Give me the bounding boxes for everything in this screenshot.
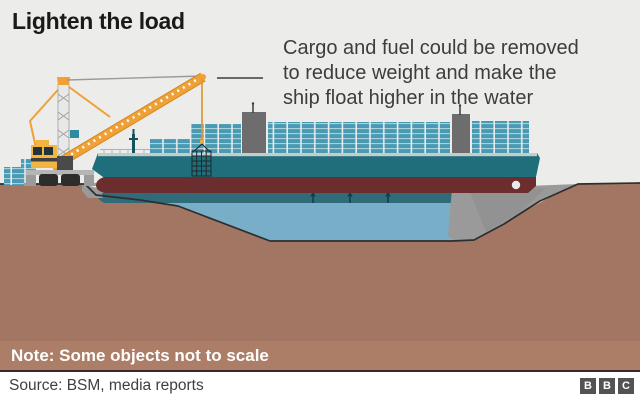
- crane-hook-icon: [200, 140, 204, 144]
- fore-mast-icon: [129, 129, 138, 153]
- crane-track: [61, 174, 80, 186]
- container-stack-bow: [150, 139, 190, 153]
- crane-top-cable: [66, 75, 203, 81]
- bbc-logo: B B C: [580, 378, 640, 395]
- container-stack-mid1: [191, 124, 241, 153]
- note-text: Note: Some objects not to scale: [11, 346, 269, 365]
- harbor-crane-icon: [24, 72, 212, 186]
- canal-banks: [0, 183, 640, 341]
- upper-hull: [92, 153, 540, 177]
- cab-window: [33, 147, 42, 155]
- cab-window: [44, 147, 53, 155]
- crane-platform: [26, 170, 94, 175]
- canal-illustration: [0, 72, 640, 341]
- container-stack-mid2: [268, 122, 450, 153]
- deck-line: [98, 153, 537, 157]
- lower-hull: [96, 177, 536, 193]
- water-surface-shadow: [96, 193, 505, 203]
- divider: [0, 370, 640, 373]
- stern-tower-icon: [452, 104, 470, 153]
- canal-outline: [0, 182, 640, 242]
- canal-water: [94, 192, 512, 241]
- note-bar: Note: Some objects not to scale: [0, 341, 640, 371]
- bbc-logo-block: B: [580, 378, 596, 395]
- annotation-line: to reduce weight and make the: [283, 62, 557, 84]
- container-stack-stern: [472, 121, 529, 153]
- lifted-container-bundle-icon: [191, 150, 212, 177]
- bow-railing: [100, 149, 150, 153]
- bbc-logo-block: B: [599, 378, 615, 395]
- propeller-icon: [511, 180, 521, 190]
- crane-counterweight: [57, 156, 73, 170]
- annotation-text: Cargo and fuel could be removed to reduc…: [283, 36, 579, 111]
- bridge-tower-icon: [242, 102, 266, 153]
- bbc-logo-block: C: [618, 378, 634, 395]
- up-arrows-icon: [310, 191, 391, 203]
- annotation-line: Cargo and fuel could be removed: [283, 37, 579, 59]
- annotation-line: ship float higher in the water: [283, 87, 534, 109]
- page-title: Lighten the load: [12, 8, 185, 34]
- source-text: Source: BSM, media reports: [9, 377, 204, 395]
- footer: Source: BSM, media reports B B C: [0, 372, 640, 400]
- crane-track: [39, 174, 58, 186]
- rudder: [522, 177, 529, 192]
- boom-lattice-dots: [59, 77, 199, 163]
